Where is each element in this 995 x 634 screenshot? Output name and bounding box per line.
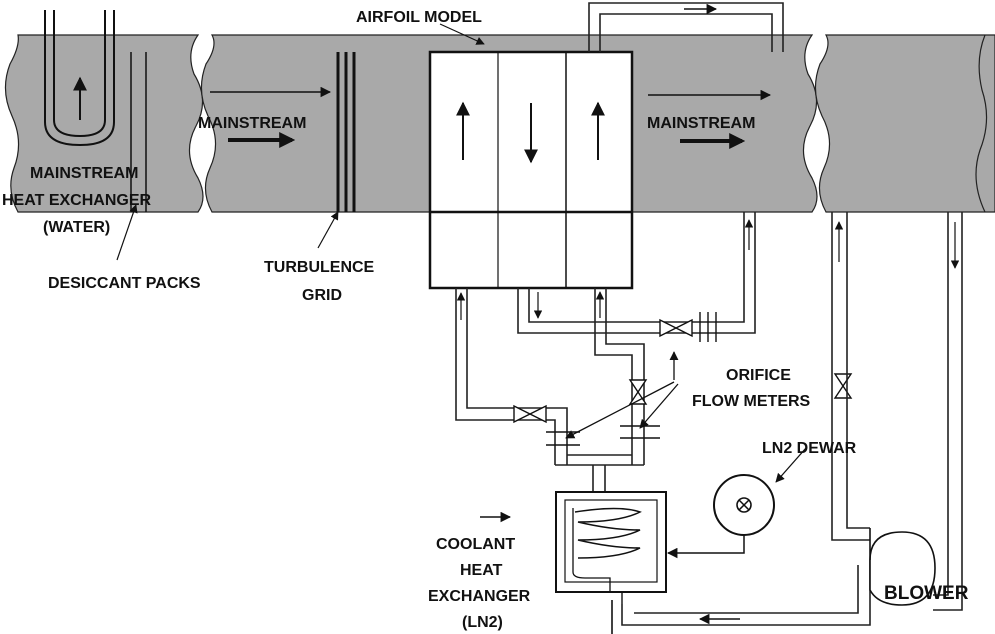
blower-label: BLOWER [884,583,969,604]
mainstream-hx-label-line1: MAINSTREAM [30,165,138,182]
mainstream-hx-label-line2: HEAT EXCHANGER [2,192,151,209]
airfoil-model-label: AIRFOIL MODEL [356,9,482,26]
turbulence-grid [336,52,356,212]
blower-loop [621,212,963,626]
desiccant-pointer-line [116,204,138,261]
orifice-meter-top [699,312,717,342]
tunnel-segment-right [814,34,995,213]
tunnel-right-end-break [975,34,988,213]
airfoil-pointer-line [439,23,485,45]
coolant-label-line1: COOLANT [436,536,515,553]
coolant-label-line2: HEAT [460,562,503,579]
coolant-label-line4: (LN2) [462,614,503,631]
orifice-label-line1: ORIFICE [726,367,791,384]
top-bypass-loop [588,2,784,52]
bowtie-valve-icon [513,404,547,424]
ln2-dewar [666,474,775,559]
ln2-dewar-label: LN2 DEWAR [762,440,857,457]
mainstream-label-left: MAINSTREAM [198,115,306,132]
blower [869,528,936,606]
desiccant-packs [130,52,147,212]
bowtie-valve-icon [833,373,853,399]
bowtie-valve-icon [659,318,693,338]
orifice-label-line2: FLOW METERS [692,393,811,410]
coolant-piping [455,212,756,492]
orifice-pointer-arrows [565,351,679,439]
circle-x-icon [736,497,752,513]
mainstream-hx-label-line3: (WATER) [43,219,110,236]
turbulence-label-line1: TURBULENCE [264,259,375,276]
turbulence-pointer-line [317,211,339,249]
airfoil-model [428,50,634,290]
coolant-heat-exchanger [555,491,667,634]
turbulence-label-line2: GRID [302,287,342,304]
mainstream-heat-exchanger [44,10,115,147]
desiccant-packs-label: DESICCANT PACKS [48,275,201,292]
mainstream-label-right: MAINSTREAM [647,115,755,132]
dewar-pointer-arrow [775,447,807,483]
coolant-label-line3: EXCHANGER [428,588,531,605]
